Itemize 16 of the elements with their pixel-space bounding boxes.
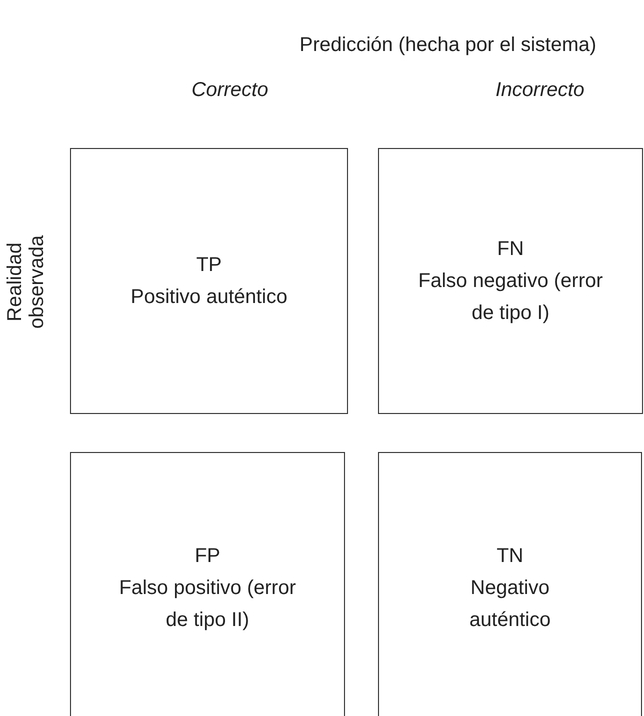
abbreviation: TN [496, 544, 524, 568]
axis-title: Predicción (hecha por el sistema) [300, 34, 596, 56]
matrix-box [70, 452, 345, 716]
matrix-box [378, 148, 643, 414]
matrix-box [70, 148, 348, 414]
description: Falso negativo (error de tipo I) [417, 269, 604, 326]
description: Falso positivo (error de tipo II) [118, 576, 297, 632]
column-header: Incorrecto [496, 78, 584, 102]
description: Negativo auténtico [468, 576, 552, 632]
abbreviation: FP [194, 544, 220, 568]
abbreviation: FN [497, 237, 524, 262]
row-header: Realidad observada [4, 234, 48, 331]
column-header: Correcto [192, 78, 268, 102]
description: Positivo auténtico [130, 285, 288, 310]
matrix-box [378, 452, 642, 716]
abbreviation: TP [196, 253, 222, 278]
